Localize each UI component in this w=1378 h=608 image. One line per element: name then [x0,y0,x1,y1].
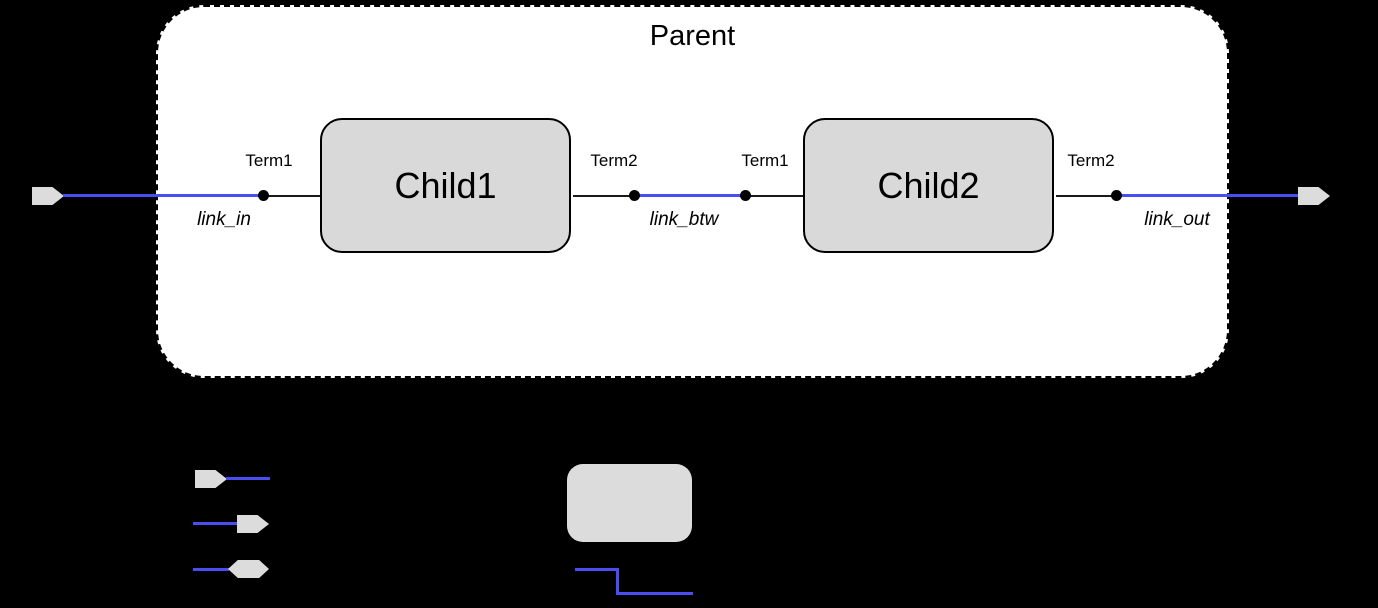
wire-child1-term1-stub [262,195,322,197]
wire-link-in [63,194,264,197]
wire-link-out [1115,194,1300,197]
legend-step-line-top [575,568,619,571]
terminal-label-child1-term1: Term1 [245,151,293,170]
terminal-label-child2-term2: Term2 [1067,151,1115,170]
legend-inout-port-line [193,568,229,571]
legend-step-line-bottom [616,592,693,595]
parent-block-label: Parent [649,20,736,52]
child1-block: Child1 [320,118,571,253]
output-port-arrow-icon [1298,187,1330,205]
wire-child1-term2-stub [573,195,635,197]
wire-child2-term1-stub [744,195,805,197]
terminal-dot-child1-term1 [258,190,269,201]
wire-link-btw [633,194,746,197]
legend-input-port-arrow-icon [195,470,227,488]
legend-step-line-vertical [616,568,619,595]
child1-block-label: Child1 [394,164,497,206]
terminal-dot-child2-term2 [1111,190,1122,201]
parent-block: Parent [156,5,1229,378]
terminal-dot-child2-term1 [740,190,751,201]
input-port-arrow-icon [32,187,64,205]
child2-block-label: Child2 [877,164,980,206]
terminal-label-child2-term1: Term1 [741,151,789,170]
legend-input-port-line [226,477,270,480]
link-label-link-btw: link_btw [649,209,719,230]
link-label-link-out: link_out [1144,209,1210,230]
wire-child2-term2-stub [1056,195,1118,197]
legend-block-symbol-icon [567,464,692,542]
link-label-link-in: link_in [197,209,251,230]
terminal-label-child1-term2: Term2 [590,151,638,170]
legend-output-port-line [193,522,237,525]
legend-inout-port-hexagon-icon [228,560,269,578]
child2-block: Child2 [803,118,1054,253]
legend-output-port-arrow-icon [237,515,269,533]
terminal-dot-child1-term2 [629,190,640,201]
